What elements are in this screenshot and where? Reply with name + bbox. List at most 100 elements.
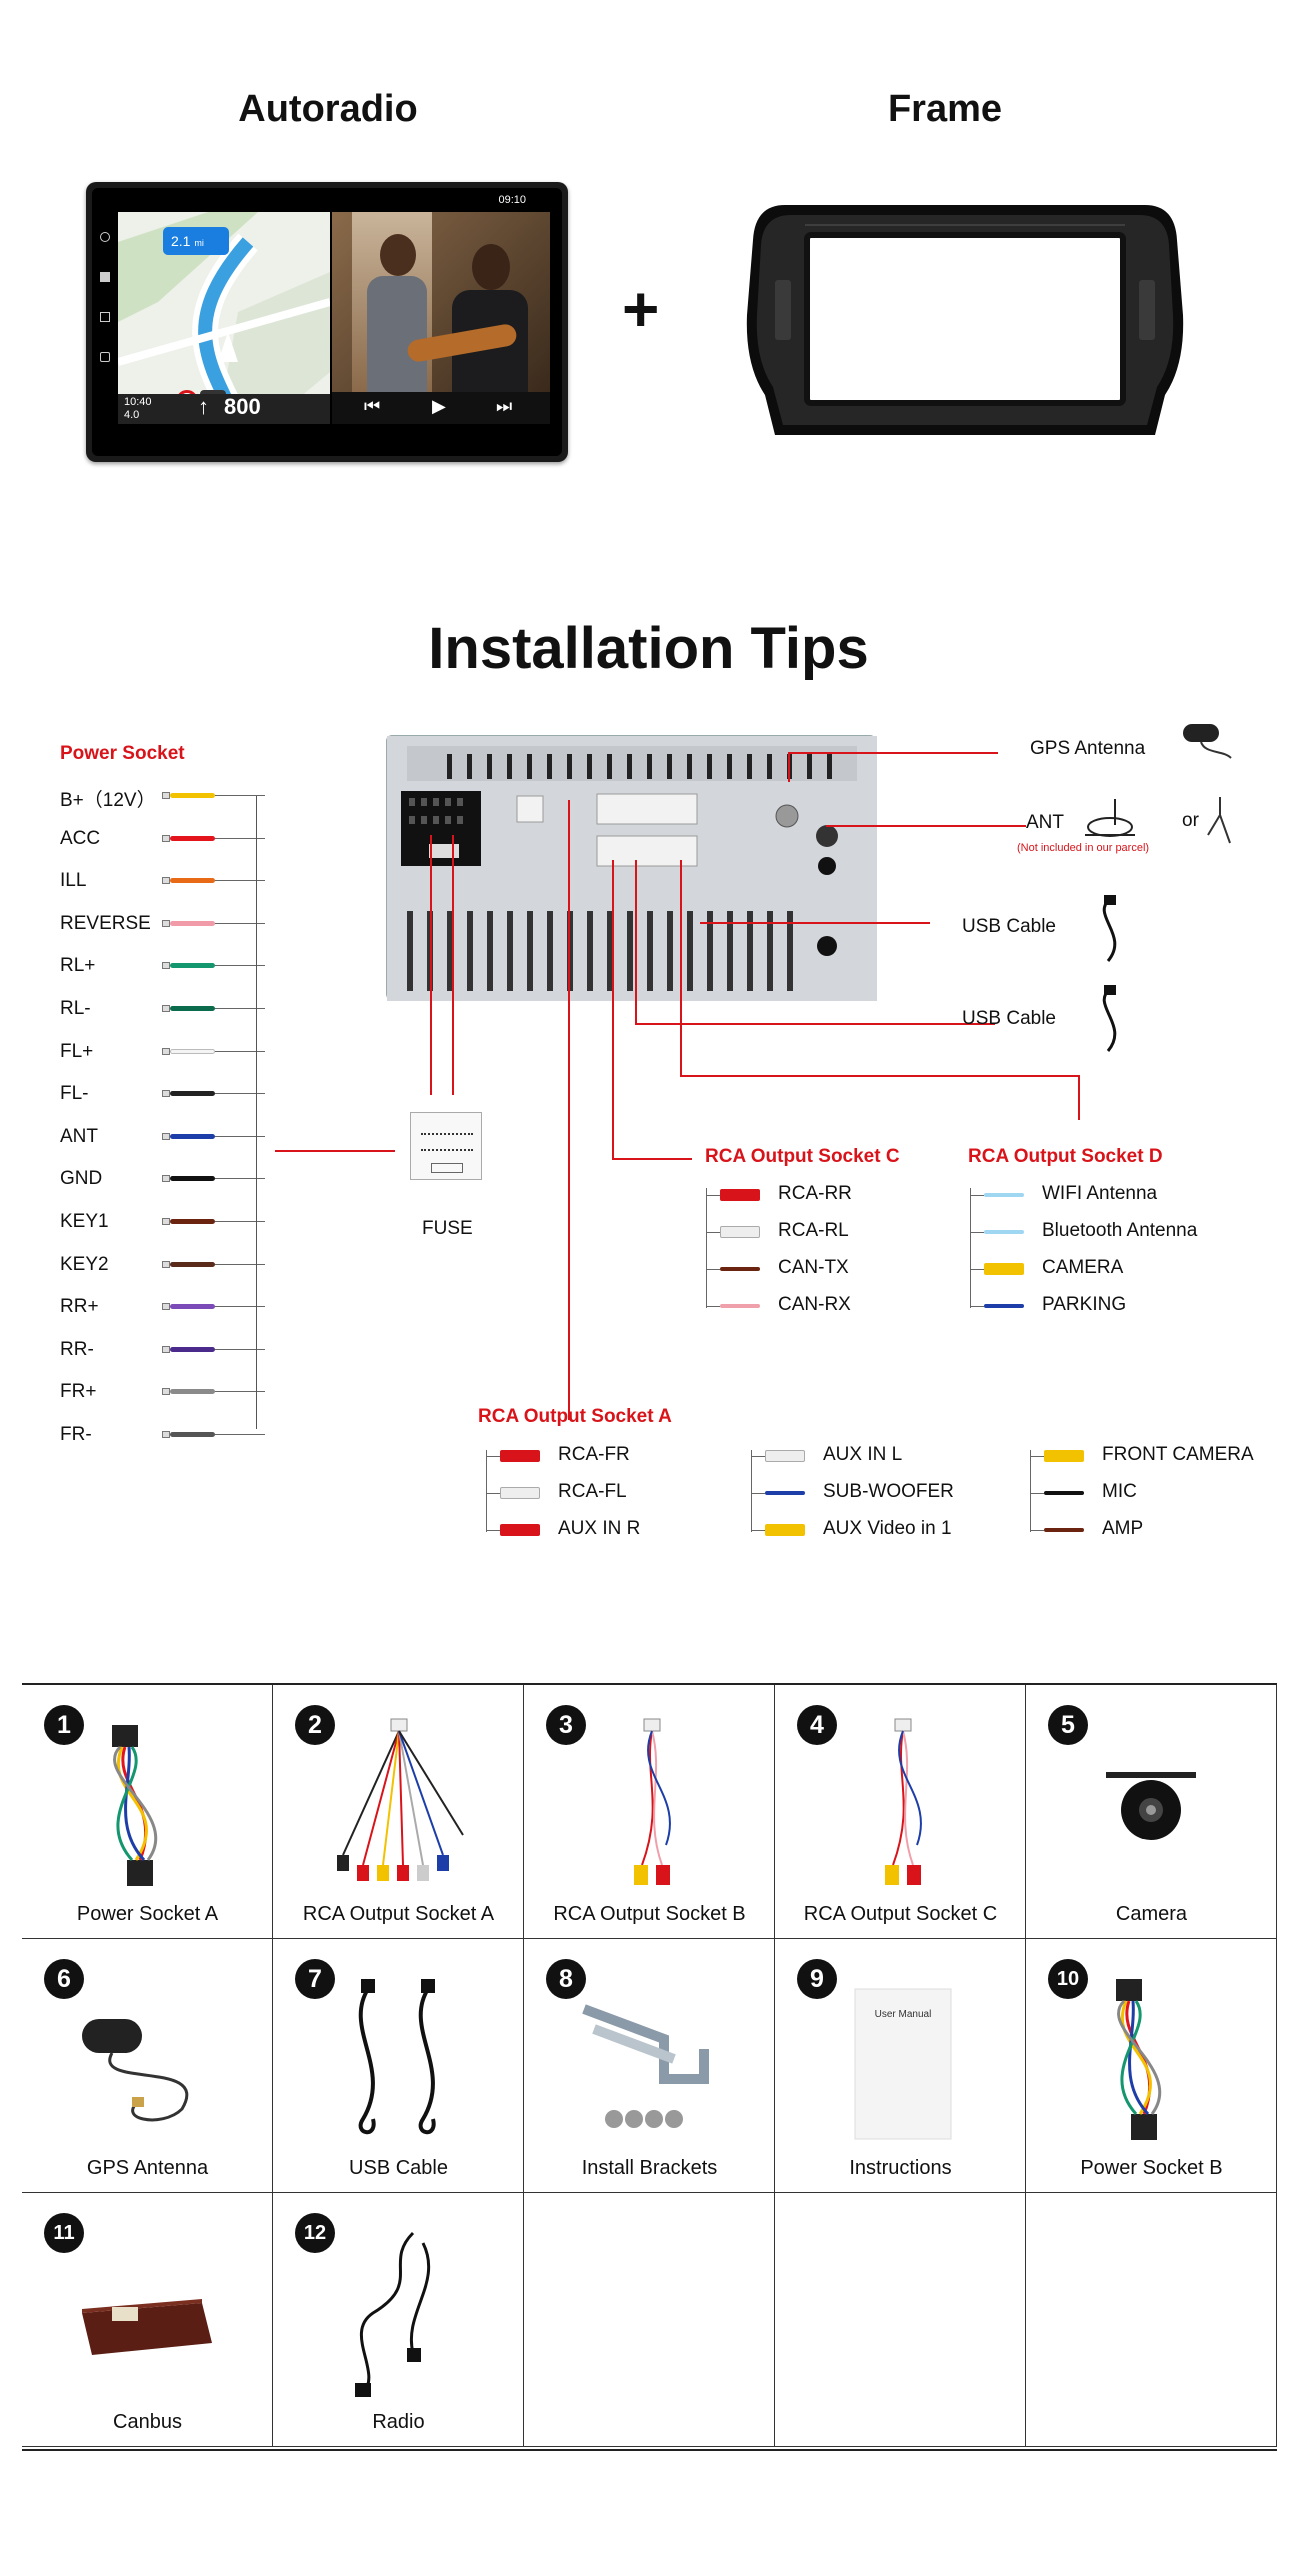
play-icon[interactable]: ▶ [432, 396, 446, 416]
empty-part-cell [775, 2193, 1026, 2447]
connector-plug-icon [765, 1450, 805, 1462]
turn-arrow-icon: ↑ [198, 394, 209, 419]
wire-plug-icon [162, 877, 170, 885]
connector-plug-icon [720, 1304, 760, 1308]
connector-row: AUX Video in 1 [751, 1518, 1085, 1544]
connector-lead [970, 1195, 984, 1196]
power-wire-row: REVERSE [60, 913, 265, 939]
usb-cable-1-icon [1090, 895, 1130, 965]
wire-plug-icon [162, 1303, 170, 1311]
power-wire-row: ACC [60, 827, 265, 854]
part-caption: Canbus [113, 2411, 182, 2433]
connector-lead [1030, 1530, 1044, 1531]
next-track-icon[interactable]: ⏭ [496, 396, 513, 416]
wire-plug-icon [162, 919, 170, 927]
connector-plug-icon [765, 1491, 805, 1495]
power-wire-row: FR+ [60, 1381, 265, 1407]
power-wire-label: B+（12V） [60, 790, 156, 811]
map-panel[interactable]: 2.1 mi 30 30 [118, 212, 330, 424]
rca-cable-icon [825, 1715, 975, 1895]
power-wire-row: GND [60, 1168, 265, 1194]
power-wire-row: FL- [60, 1083, 265, 1109]
manual-icon: User Manual [825, 1969, 975, 2149]
power-wire-label: KEY2 [60, 1253, 109, 1275]
power-wire-label: RL+ [60, 955, 96, 977]
wire-plug-icon [162, 962, 170, 970]
connector-row: RCA-FR [486, 1444, 820, 1470]
part-number-badge: 8 [546, 1959, 586, 1999]
connector-label: PARKING [1042, 1294, 1127, 1315]
power-wire-label: FR- [60, 1424, 92, 1445]
radio-cable-icon [323, 2223, 473, 2403]
ant-note: (Not included in our parcel) [1017, 842, 1150, 854]
connector-row: AUX IN L [751, 1444, 1085, 1470]
back-icon[interactable] [100, 352, 110, 362]
connector-bus-line [1030, 1450, 1031, 1532]
fuse-box [410, 1112, 482, 1180]
connector-row: WIFI Antenna [970, 1183, 1297, 1209]
wire-plug-icon [162, 792, 170, 799]
part-number-badge: 1 [44, 1705, 84, 1745]
previous-track-icon[interactable]: ⏮ [364, 396, 381, 416]
part-caption: RCA Output Socket A [302, 1903, 495, 1925]
power-wire-label: RR+ [60, 1296, 99, 1318]
connector-row: CAN-RX [706, 1294, 1040, 1320]
settings-icon[interactable] [100, 312, 110, 322]
apps-icon[interactable] [100, 272, 110, 282]
gps-antenna-icon [72, 1969, 222, 2149]
wire-color-swatch [170, 1091, 215, 1097]
connector-label: RCA-FL [558, 1481, 627, 1502]
connector-lead [706, 1195, 720, 1196]
power-wire-label: FL+ [60, 1040, 94, 1062]
connector-lead [706, 1269, 720, 1270]
wire-plug-icon [162, 1345, 170, 1353]
connector-label: AUX Video in 1 [823, 1518, 952, 1539]
home-icon[interactable] [100, 232, 110, 242]
power-wire-label: KEY1 [60, 1211, 109, 1232]
wire-lead [215, 880, 265, 882]
power-wire-row: ILL [60, 870, 265, 896]
autoradio-title: Autoradio [238, 88, 418, 130]
connector-plug-icon [500, 1487, 540, 1499]
connector-lead [486, 1530, 500, 1531]
video-panel[interactable] [332, 212, 550, 392]
power-wire-label: ILL [60, 870, 87, 892]
gps-antenna-label: GPS Antenna [1030, 738, 1146, 759]
connector-plug-icon [720, 1267, 760, 1271]
wire-lead [215, 1050, 265, 1052]
part-number-badge: 5 [1048, 1705, 1088, 1745]
power-wire-label: ACC [60, 827, 101, 849]
connector-plug-icon [984, 1263, 1024, 1275]
wire-plug-icon [162, 834, 170, 842]
wire-color-swatch [170, 1048, 215, 1054]
canbus-box-icon [72, 2223, 222, 2403]
part-caption: RCA Output Socket B [553, 1903, 746, 1925]
connector-bus-line [486, 1450, 487, 1532]
wire-plug-icon [162, 1047, 170, 1055]
connector-label: CAMERA [1042, 1257, 1124, 1278]
connector-lead [486, 1493, 500, 1494]
wire-lead [215, 795, 265, 796]
wire-color-swatch [170, 1133, 215, 1139]
frame-title: Frame [887, 88, 1003, 130]
connector-lead [751, 1493, 765, 1494]
wire-lead [215, 1221, 265, 1222]
wire-color-swatch [170, 1006, 215, 1011]
trip-value: 4.0 [124, 409, 140, 421]
power-wire-row: RR- [60, 1339, 265, 1365]
status-clock: 09:10 [498, 194, 526, 206]
connector-label: RCA-RR [778, 1183, 852, 1204]
connector-label: SUB-WOOFER [823, 1481, 954, 1502]
part-number-badge: 9 [797, 1959, 837, 1999]
or-label: or [1182, 810, 1199, 831]
connector-lead [1030, 1456, 1044, 1457]
connector-lead [970, 1232, 984, 1233]
wire-plug-icon [162, 1132, 170, 1140]
wire-lead [215, 1135, 265, 1137]
wire-plug-icon [162, 1175, 170, 1183]
connector-label: AUX IN L [823, 1444, 903, 1465]
